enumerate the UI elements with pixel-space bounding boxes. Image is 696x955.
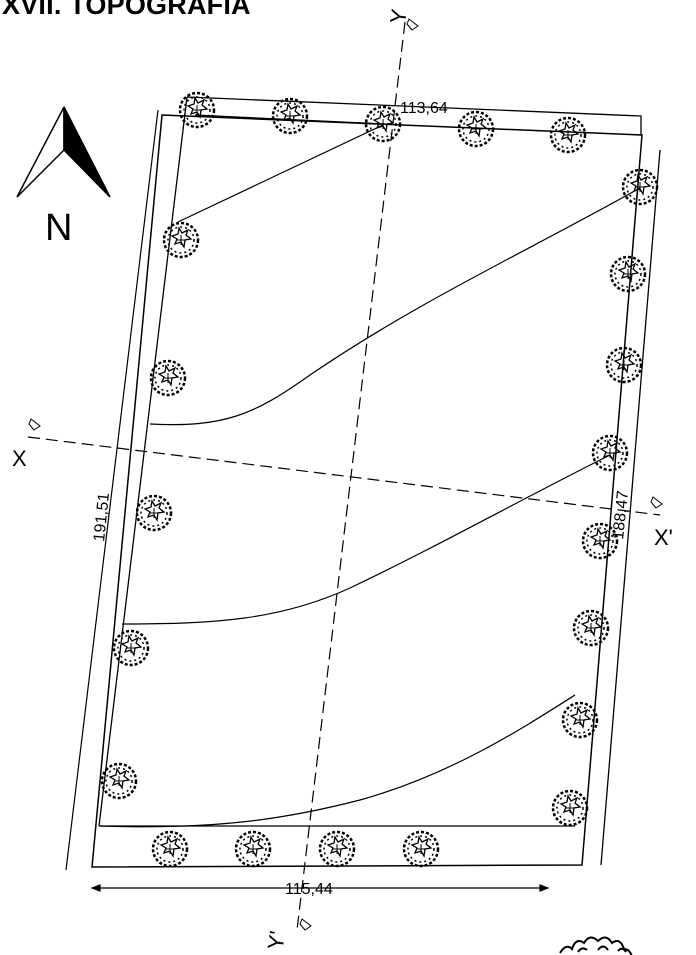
tree-icon [149,359,187,397]
north-label: N [45,207,72,249]
tree-icon [234,830,272,868]
tree-icon [609,255,647,293]
tree-icon [135,494,173,532]
tree-icon [581,522,619,560]
section-label-x-left: X [12,446,27,471]
dimension-bottom: 115,44 [285,881,333,898]
tree-icon [621,168,659,206]
tree-icon [572,609,610,647]
dimension-left: 191,51 [91,492,113,543]
section-label-y-bottom: Y' [263,929,290,951]
shrub-icon [559,936,633,955]
tree-icon [318,830,356,868]
dimension-top: 113,64 [400,100,448,117]
trees [100,91,659,868]
section-label-y-top: Y [385,7,412,25]
page-title: XVII. TOPOGRAFIA [2,0,251,20]
contour-lines [98,114,641,828]
planting-strips [98,96,661,866]
section-line-x: X X' [12,418,673,550]
tree-icon [549,116,587,154]
tree-icon [151,830,189,868]
tree-icon [551,789,589,827]
dimension-lines [65,109,550,892]
property-boundary [91,114,643,868]
tree-icon [271,97,309,135]
section-label-x-right: X' [654,525,673,550]
tree-icon [561,701,599,739]
section-line-y: Y Y' [263,7,419,951]
tree-icon [100,762,138,800]
dimension-right: 188,47 [610,490,632,541]
tree-icon [402,830,440,868]
tree-icon [591,434,629,472]
north-arrow-icon: N [16,106,111,249]
